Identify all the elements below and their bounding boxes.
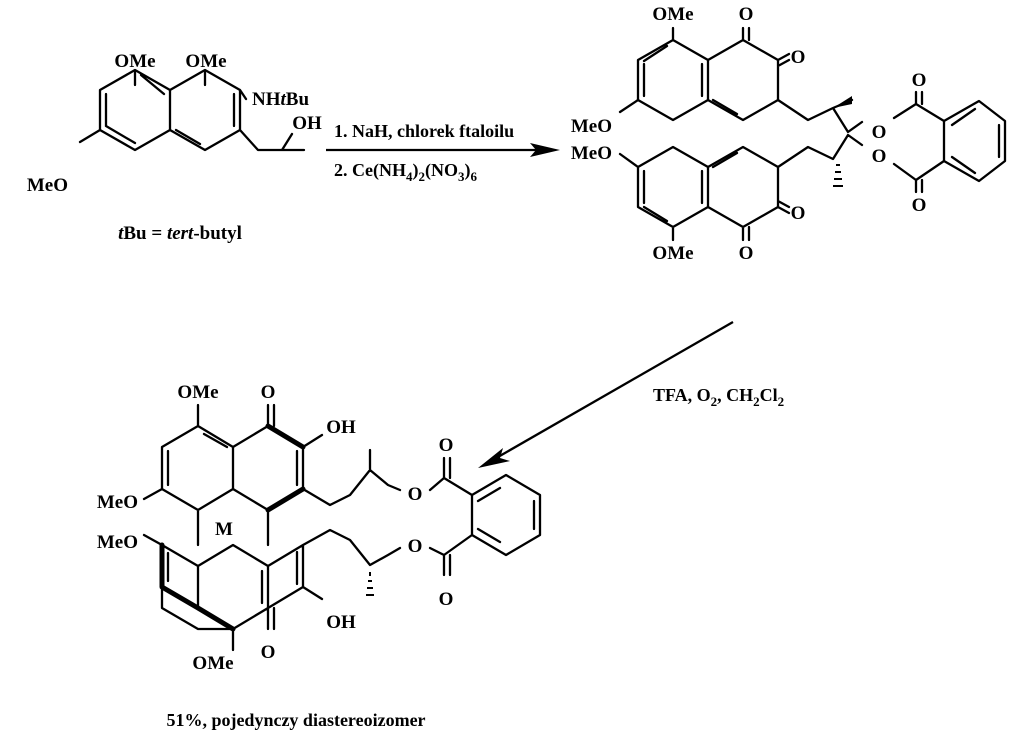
int-ome-bottom: OMe <box>652 243 693 264</box>
prod-o-bottom: O <box>261 642 276 663</box>
int-o-ester-top: O <box>872 122 887 143</box>
int-o-carbonyl-1: O <box>912 70 927 91</box>
cond2-sub3: 3 <box>458 169 465 184</box>
prod-o-carbonyl-2: O <box>439 589 454 610</box>
prod-o-top: O <box>261 382 276 403</box>
step2-arrow <box>478 321 734 468</box>
tbu-eq: Bu = <box>123 223 167 244</box>
int-ome-top: OMe <box>652 4 693 25</box>
cond-cl: Cl <box>760 385 778 405</box>
prod-meo-2: MeO <box>97 532 138 553</box>
cond-cl2-sub: 2 <box>778 394 785 409</box>
start-nh-bu: Bu <box>286 89 310 110</box>
int-o-top1: O <box>739 4 754 25</box>
start-bonds <box>78 68 306 152</box>
int-meo-bottom: MeO <box>571 143 612 164</box>
cond2-sub4: 6 <box>470 169 477 184</box>
intermediate-structure: OMe O O MeO O O MeO O O O O OMe <box>571 4 1007 264</box>
prod-meo-1: MeO <box>97 492 138 513</box>
cond-tfa: TFA, O <box>653 385 711 405</box>
cond2-sub2: 2 <box>418 169 425 184</box>
prod-o-ester-1: O <box>408 484 423 505</box>
int-meo-top: MeO <box>571 116 612 137</box>
prod-oh-bottom: OH <box>326 612 356 633</box>
start-ome-2: OMe <box>185 51 226 72</box>
step2-conditions: TFA, O2, CH2Cl2 <box>653 385 784 409</box>
int-o-top2: O <box>791 47 806 68</box>
step1-arrow <box>326 143 560 157</box>
step1-condition-2: 2. Ce(NH4)2(NO3)6 <box>334 160 477 184</box>
start-meo: MeO <box>27 175 68 196</box>
cond2-a: 2. Ce(NH <box>334 160 406 181</box>
cond2-sub1: 4 <box>406 169 413 184</box>
int-o-ester-bottom: O <box>872 146 887 167</box>
intermediate-wedge-top <box>833 96 852 108</box>
step1-condition-1: 1. NaH, chlorek ftaloilu <box>334 121 514 141</box>
int-o-bottom-2: O <box>791 203 806 224</box>
cond-o2-sub: 2 <box>711 394 718 409</box>
tbu-tert: tert <box>167 223 194 244</box>
int-o-bottom-1: O <box>739 243 754 264</box>
product-bold-bonds <box>159 423 306 632</box>
caption: 51%, pojedynczy diastereoizomer <box>166 710 425 730</box>
cond2-b: ) <box>412 160 418 181</box>
cond-h2-sub: 2 <box>753 394 760 409</box>
start-nh-tbu: NHtBu <box>252 89 309 110</box>
prod-o-ester-2: O <box>408 536 423 557</box>
product-structure: OMe O OH MeO O O M MeO O O OH O OMe <box>97 382 542 674</box>
start-nh: NH <box>252 89 281 110</box>
cond2-c: (NO <box>425 160 458 181</box>
prod-ome-top: OMe <box>177 382 218 403</box>
tbu-t: t <box>118 223 124 244</box>
cond2-d: ) <box>464 160 470 181</box>
start-oh: OH <box>292 113 322 134</box>
tbu-definition: tBu = tert-butyl <box>118 223 242 244</box>
prod-ome-bottom: OMe <box>192 653 233 674</box>
prod-oh-top: OH <box>326 417 356 438</box>
tbu-butyl: -butyl <box>193 223 242 244</box>
start-nh-t: t <box>281 89 287 110</box>
start-ome-1: OMe <box>114 51 155 72</box>
prod-o-carbonyl-1: O <box>439 435 454 456</box>
starting-naphthalene: OMe OMe NHtBu OH MeO tBu = tert-butyl <box>27 51 322 244</box>
int-o-carbonyl-2: O <box>912 195 927 216</box>
helix-descriptor-m: M <box>215 519 233 540</box>
intermediate-bonds <box>618 26 1007 242</box>
cond-ch: , CH <box>717 385 753 405</box>
